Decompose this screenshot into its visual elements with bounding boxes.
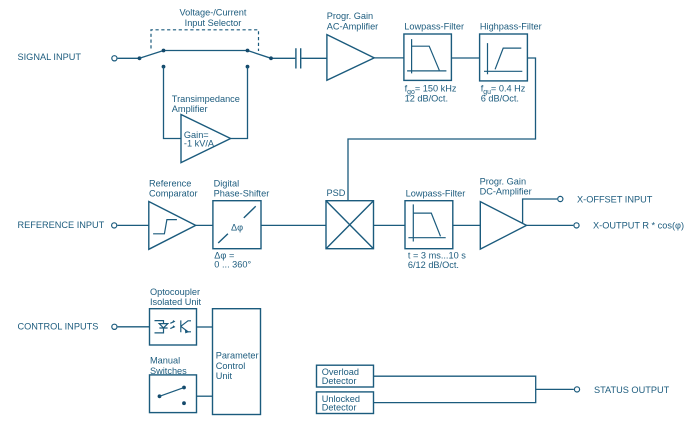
svg-text:X-OFFSET INPUT: X-OFFSET INPUT: [577, 194, 653, 204]
svg-text:Unit: Unit: [216, 371, 233, 381]
svg-text:Manual: Manual: [150, 356, 180, 366]
svg-text:Overload: Overload: [322, 367, 359, 377]
svg-text:Lowpass-Filter: Lowpass-Filter: [404, 22, 464, 32]
svg-text:Lowpass-Filter: Lowpass-Filter: [406, 189, 466, 199]
svg-text:0 ... 360°: 0 ... 360°: [214, 260, 251, 270]
svg-text:Comparator: Comparator: [149, 189, 198, 199]
svg-text:Voltage-/Current: Voltage-/Current: [180, 8, 247, 18]
svg-text:Parameter: Parameter: [216, 351, 259, 361]
svg-text:12 dB/Oct.: 12 dB/Oct.: [405, 94, 448, 104]
svg-text:Optocoupler: Optocoupler: [150, 287, 200, 297]
svg-text:fgo= 150 kHz: fgo= 150 kHz: [405, 84, 457, 96]
svg-text:SIGNAL INPUT: SIGNAL INPUT: [18, 52, 82, 62]
svg-text:Highpass-Filter: Highpass-Filter: [480, 22, 542, 32]
svg-text:STATUS OUTPUT: STATUS OUTPUT: [594, 385, 670, 395]
svg-text:PSD: PSD: [327, 188, 346, 198]
svg-text:Progr. Gain: Progr. Gain: [327, 11, 373, 21]
svg-text:Control: Control: [216, 361, 246, 371]
svg-text:fgu= 0.4 Hz: fgu= 0.4 Hz: [481, 84, 526, 96]
svg-text:Phase-Shifter: Phase-Shifter: [214, 189, 270, 199]
svg-text:Digital: Digital: [214, 178, 240, 188]
svg-text:X-OUTPUT R * cos(φ): X-OUTPUT R * cos(φ): [593, 220, 684, 230]
svg-text:Δφ =: Δφ =: [214, 250, 234, 260]
svg-text:AC-Amplifier: AC-Amplifier: [327, 22, 379, 32]
svg-text:Detector: Detector: [322, 376, 357, 386]
svg-text:Input Selector: Input Selector: [185, 18, 242, 28]
svg-text:Gain=: Gain=: [184, 130, 209, 140]
svg-text:Transimpedance: Transimpedance: [172, 94, 240, 104]
svg-text:Progr. Gain: Progr. Gain: [480, 176, 526, 186]
svg-text:-1 kV/A: -1 kV/A: [184, 139, 215, 149]
svg-text:DC-Amplifier: DC-Amplifier: [480, 187, 532, 197]
svg-text:CONTROL INPUTS: CONTROL INPUTS: [18, 322, 99, 332]
svg-text:6 dB/Oct.: 6 dB/Oct.: [481, 94, 519, 104]
svg-text:Isolated Unit: Isolated Unit: [150, 297, 202, 307]
svg-text:6/12 dB/Oct.: 6/12 dB/Oct.: [408, 260, 459, 270]
svg-text:Amplifier: Amplifier: [172, 104, 208, 114]
svg-text:Δφ: Δφ: [231, 222, 243, 232]
svg-text:Reference: Reference: [149, 178, 191, 188]
svg-text:REFERENCE INPUT: REFERENCE INPUT: [18, 220, 105, 230]
svg-text:Unlocked: Unlocked: [322, 394, 360, 404]
svg-text:t = 3 ms...10 s: t = 3 ms...10 s: [408, 251, 466, 261]
svg-text:Switches: Switches: [150, 366, 187, 376]
svg-text:Detector: Detector: [322, 402, 357, 412]
